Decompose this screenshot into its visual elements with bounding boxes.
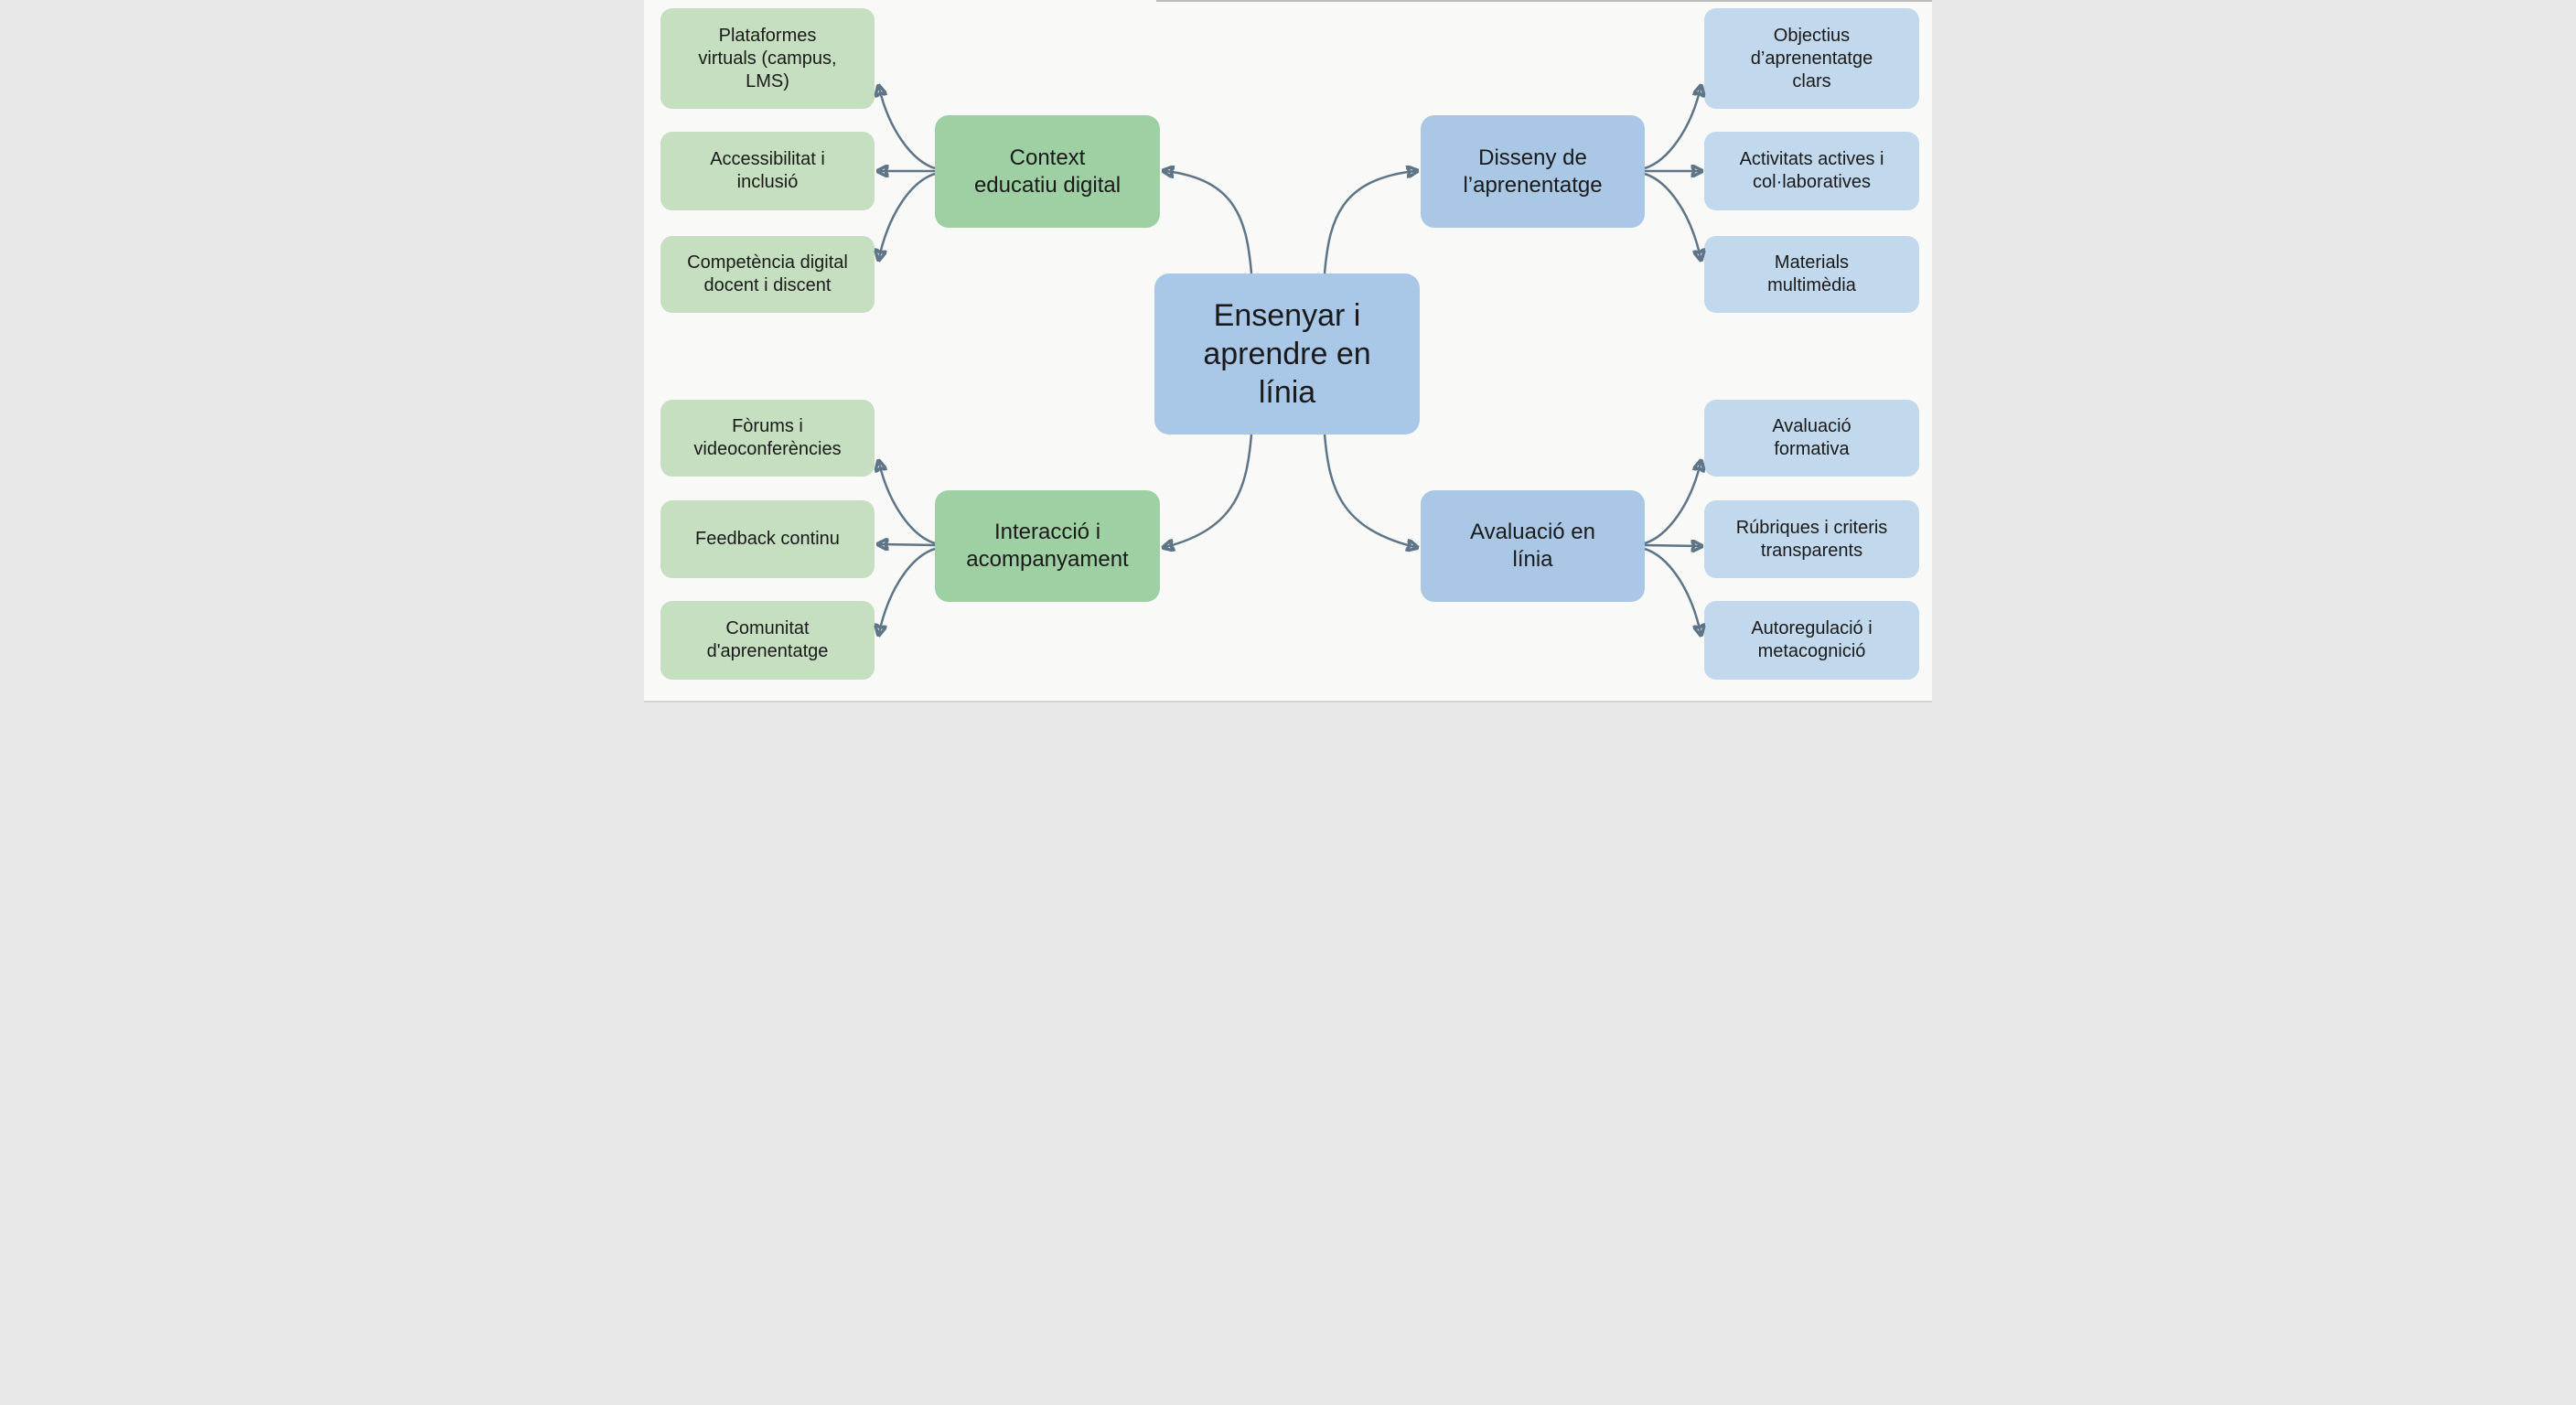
branch-node-avaluacio-en-linia: Avaluació en línia [1421,490,1645,602]
arrow-avaluacio-to-autoregulacio [1644,547,1701,633]
child-node-accessibilitat-inclusio: Accessibilitat i inclusió [660,132,875,210]
child-node-avaluacio-formativa: Avaluació formativa [1704,400,1919,477]
arrow-center-to-avaluacio [1323,434,1415,547]
arrow-center-to-interaccio [1165,434,1253,547]
child-node-materials-multimedia: Materials multimèdia [1704,236,1919,313]
arrow-context-to-competencia [879,172,936,258]
branch-node-context-educatiu-digital: Context educatiu digital [935,115,1160,228]
child-node-forums-videoconferencies: Fòrums i videoconferències [660,400,875,477]
mindmap-canvas: Ensenyar i aprendre en línia Context edu… [644,0,1932,702]
child-node-feedback-continu: Feedback continu [660,500,875,578]
arrow-avaluacio-to-rubriques [1644,545,1700,546]
child-node-competencia-digital: Competència digital docent i discent [660,236,875,313]
child-node-objectius-aprenentatge: Objectius d’aprenentatge clars [1704,8,1919,109]
arrow-avaluacio-to-formativa [1644,463,1701,545]
arrow-interaccio-to-feedback [880,544,936,545]
arrow-context-to-plataformes [879,88,936,170]
child-node-comunitat-aprenentatge: Comunitat d'aprenentatge [660,601,875,680]
scan-artifact-bottom-line [644,701,1932,702]
arrow-disseny-to-objectius [1644,88,1701,170]
arrow-disseny-to-materials [1644,172,1701,258]
child-node-plataformes-virtuals: Plataformes virtuals (campus, LMS) [660,8,875,109]
branch-node-disseny-aprenentatge: Disseny de l’aprenentatge [1421,115,1645,228]
child-node-activitats-collaboratives: Activitats actives i col·laboratives [1704,132,1919,210]
arrow-center-to-context [1165,171,1253,274]
arrow-interaccio-to-comunitat [879,547,936,633]
arrow-center-to-disseny [1323,171,1415,274]
scan-artifact-top-line [1156,0,1932,2]
central-node: Ensenyar i aprendre en línia [1154,273,1420,434]
branch-node-interaccio-acompanyament: Interacció i acompanyament [935,490,1160,602]
child-node-autoregulacio-metacognicio: Autoregulació i metacognició [1704,601,1919,680]
arrow-interaccio-to-forums [879,463,936,545]
child-node-rubriques-criteris: Rúbriques i criteris transparents [1704,500,1919,578]
